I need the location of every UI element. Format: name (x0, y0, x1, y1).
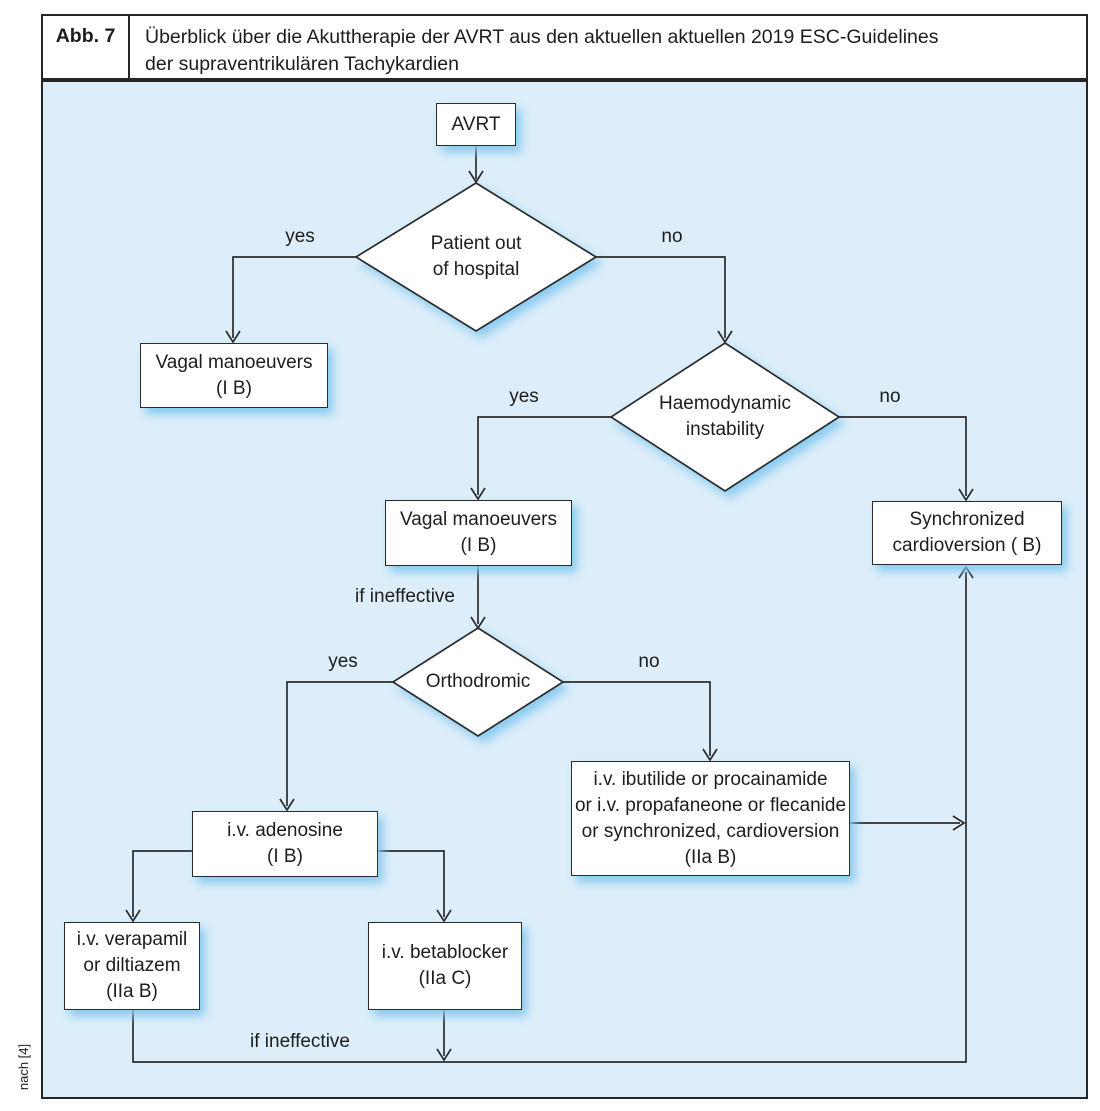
node-line: i.v. betablocker (381, 942, 509, 963)
source-note: nach [4] (16, 1043, 31, 1091)
decision-patient-out-of-hospital-label: Patient out of hospital (431, 231, 522, 283)
decision-haemodynamic-instability-label: Haemodynamic instability (659, 391, 791, 443)
node-line: instability (685, 419, 765, 440)
node-iv-ibutilide: i.v. ibutilide or procainamide or i.v. p… (571, 761, 850, 876)
figure-header: Abb. 7 Überblick über die Akuttherapie d… (41, 14, 1088, 80)
node-line: Vagal manoeuvers (399, 509, 558, 530)
node-line: Orthodromic (425, 671, 531, 692)
node-line: or diltiazem (83, 955, 181, 976)
node-iv-adenosine: i.v. adenosine (I B) (192, 811, 378, 877)
edge-label-ortho-no: no (638, 651, 660, 672)
node-vagal-manoeuvers-2: Vagal manoeuvers (I B) (385, 500, 572, 566)
edge-label-if-ineffective-mid: if ineffective (355, 586, 455, 607)
node-line: Haemodynamic (659, 393, 791, 414)
node-line: (IIa B) (106, 981, 158, 1002)
node-line: Synchronized (909, 509, 1025, 530)
node-line: Patient out (430, 233, 522, 254)
edge-label-patient-no: no (661, 226, 683, 247)
node-avrt: AVRT (436, 103, 516, 146)
decision-orthodromic-label: Orthodromic (426, 669, 531, 695)
edge-label-patient-yes: yes (285, 226, 315, 247)
node-line: or i.v. propafaneone or flecanide (574, 794, 847, 816)
edge-label-haemo-no: no (879, 386, 901, 407)
node-line: i.v. ibutilide or procainamide (593, 768, 828, 790)
edge-label-haemo-yes: yes (509, 386, 539, 407)
node-line: (IIa B) (684, 846, 737, 868)
node-line: cardioversion ( B) (892, 535, 1042, 556)
figure-caption: Überblick über die Akuttherapie der AVRT… (130, 16, 1086, 78)
node-vagal-manoeuvers-1: Vagal manoeuvers (I B) (140, 343, 328, 408)
node-iv-betablocker: i.v. betablocker (IIa C) (368, 922, 522, 1010)
node-line: i.v. verapamil (76, 929, 188, 950)
node-line: (I B) (460, 535, 497, 556)
node-line: (IIa C) (418, 968, 472, 989)
figure-caption-line2: der supraventrikulären Tachykardien (145, 53, 459, 75)
node-avrt-label: AVRT (451, 113, 501, 135)
node-line: i.v. adenosine (227, 820, 343, 841)
figure-caption-line1: Überblick über die Akuttherapie der AVRT… (145, 26, 939, 48)
node-line: Vagal manoeuvers (155, 351, 313, 373)
edge-label-ortho-yes: yes (328, 651, 358, 672)
node-line: of hospital (432, 259, 520, 280)
node-line: (I B) (216, 377, 252, 399)
edge-label-if-ineffective-bottom: if ineffective (250, 1031, 350, 1052)
node-synchronized-cardioversion: Synchronized cardioversion ( B) (872, 501, 1062, 565)
figure-label: Abb. 7 (43, 16, 130, 78)
node-line: or synchronized, cardioversion (581, 820, 840, 842)
node-iv-verapamil: i.v. verapamil or diltiazem (IIa B) (64, 922, 200, 1010)
node-line: (I B) (267, 846, 303, 867)
